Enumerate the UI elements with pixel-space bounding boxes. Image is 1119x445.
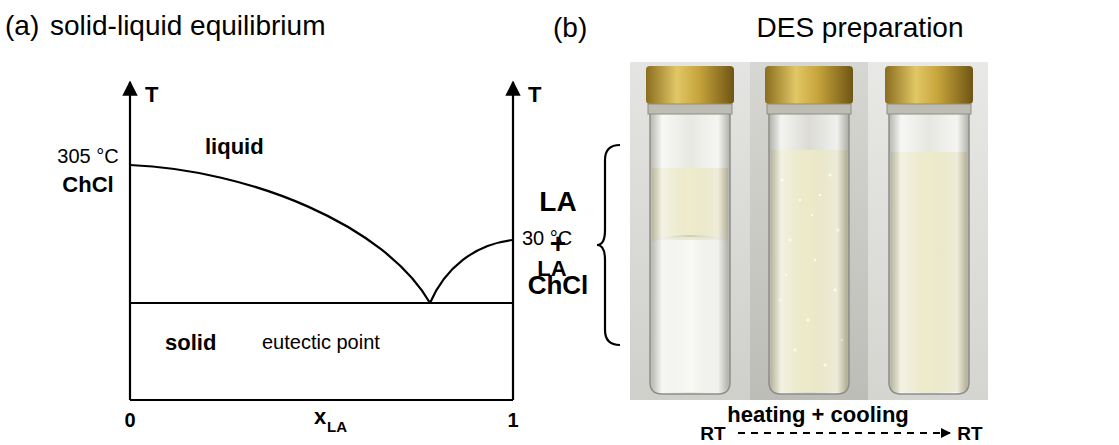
temperature-label: RT bbox=[957, 424, 982, 443]
process-label: heating + cooling bbox=[727, 404, 909, 426]
axis-label: x bbox=[314, 406, 326, 428]
vial-photographs bbox=[630, 62, 988, 400]
bracket bbox=[597, 145, 620, 345]
melting-point: 305 °C bbox=[57, 146, 118, 166]
axis-subscript: LA bbox=[327, 419, 347, 434]
axis-tick: 0 bbox=[124, 410, 135, 430]
point-label: eutectic point bbox=[262, 332, 380, 352]
component-name: ChCl bbox=[528, 272, 589, 298]
component-name: LA bbox=[539, 188, 576, 216]
phase-diagram bbox=[130, 82, 513, 400]
region-label: solid bbox=[165, 332, 216, 354]
panel-letter: (a) bbox=[5, 12, 39, 40]
region-label: liquid bbox=[205, 136, 264, 158]
panel-letter: (b) bbox=[553, 14, 587, 42]
plus-sign: + bbox=[550, 230, 566, 258]
panel-title: solid-liquid equilibrium bbox=[50, 12, 325, 40]
axis-tick: 1 bbox=[507, 410, 518, 430]
temperature-label: RT bbox=[700, 424, 725, 443]
component-name: ChCl bbox=[62, 174, 113, 196]
dashed-arrow bbox=[738, 432, 950, 434]
panel-title: DES preparation bbox=[756, 14, 963, 42]
axis-label: T bbox=[145, 84, 158, 106]
axis-label: T bbox=[528, 84, 541, 106]
